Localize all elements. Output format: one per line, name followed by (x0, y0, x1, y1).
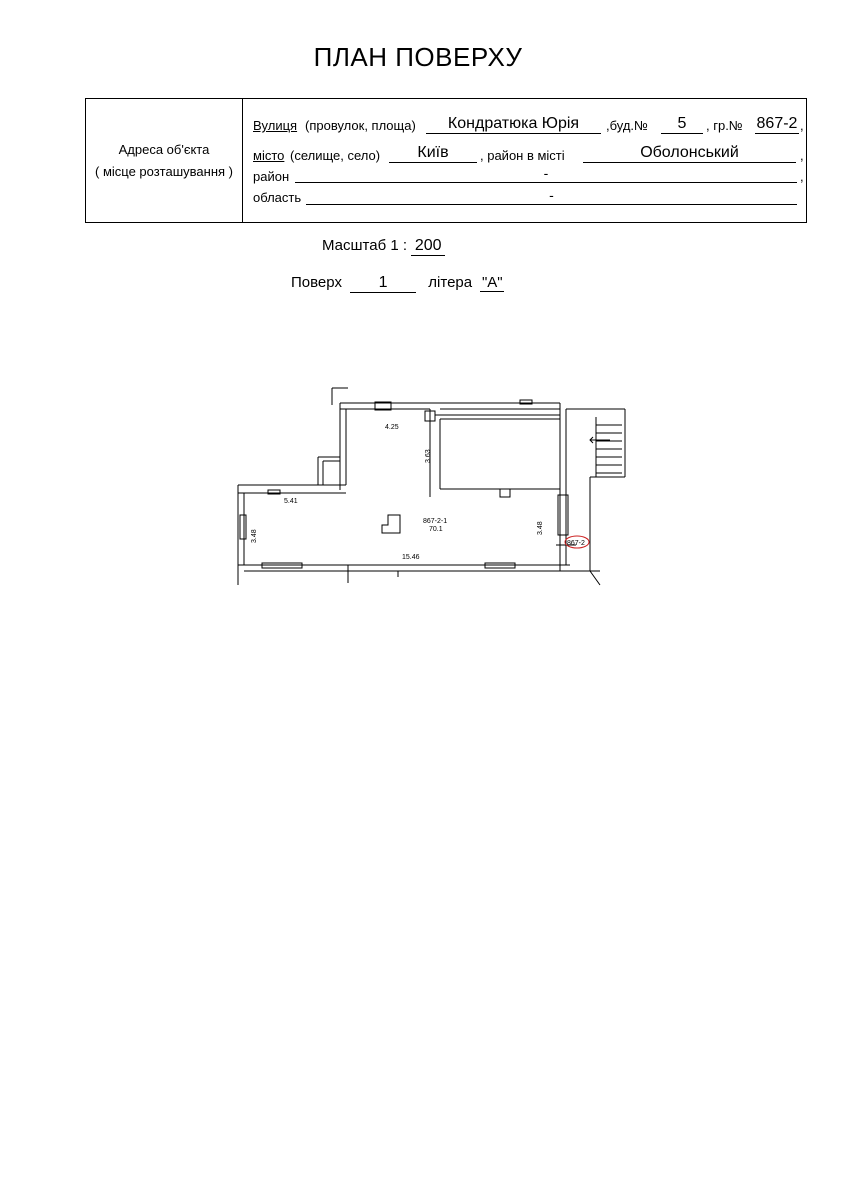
wall-niche (317, 456, 340, 485)
dim-left-top: 5.41 (284, 498, 298, 505)
inner-room-step (499, 488, 511, 498)
city-value: Київ (389, 144, 477, 163)
floor-row: Поверх 1 літера "А" (291, 274, 505, 293)
city-label: місто (253, 148, 285, 163)
window-left (267, 489, 281, 495)
scale-value: 200 (411, 237, 446, 256)
street-value: Кондратюка Юрія (426, 115, 601, 134)
street-label: Вулиця (253, 118, 298, 133)
scale-row: Масштаб 1 : 200 (322, 237, 446, 256)
group-tag: 867-2 (567, 540, 585, 547)
stairs (595, 417, 622, 477)
wall-stub-top-left (331, 387, 348, 405)
district-city-value: Оболонський (583, 144, 796, 163)
wall-top (340, 402, 560, 410)
wall-left-upper (339, 403, 347, 490)
group-tag-circle (564, 535, 590, 549)
district-city-label: , район в місті (480, 148, 565, 163)
building-value: 5 (661, 115, 703, 134)
floor-value: 1 (350, 274, 417, 293)
column-symbol (381, 514, 401, 534)
window-left-lower (239, 514, 247, 540)
address-label-cell: Адреса об'єкта ( місце розташування ) (86, 99, 243, 222)
address-label-note: ( місце розташування ) (95, 163, 233, 179)
inner-room-column (424, 410, 436, 422)
address-table: Адреса об'єкта ( місце розташування ) Ву… (85, 98, 807, 223)
window-top (374, 401, 392, 411)
address-label: Адреса об'єкта (118, 141, 210, 157)
litera-label: літера (428, 274, 473, 291)
building-label: ,буд.№ (606, 118, 648, 133)
stair-arrow (589, 436, 610, 444)
region-label: область (253, 190, 302, 205)
group-label: , гр.№ (706, 118, 743, 133)
floor-plan: 4.25 3.63 5.41 3.48 3.48 15.46 867-2-1 7… (237, 387, 626, 586)
group-comma: , (800, 118, 804, 133)
wall-right (559, 403, 567, 571)
dim-top: 4.25 (385, 424, 399, 431)
window-top-right (519, 399, 533, 405)
group-value: 867-2 (755, 115, 799, 134)
dim-right-vertical: 3.48 (537, 521, 544, 535)
district-value: - (295, 164, 797, 183)
dim-bottom: 15.46 (402, 554, 420, 561)
wall-mid-left (238, 484, 346, 494)
district-label: район (253, 169, 290, 184)
window-bottom-left (261, 562, 303, 569)
window-bottom-right (484, 562, 516, 569)
stair-corridor (566, 408, 626, 586)
wall-left-lower (237, 485, 245, 585)
city-hint: (селище, село) (290, 148, 381, 163)
dim-inner-vertical: 3.63 (425, 449, 432, 463)
district-city-comma: , (800, 148, 804, 163)
inner-room (429, 409, 560, 497)
scale-label: Масштаб 1 : (322, 237, 408, 254)
street-hint: (провулок, площа) (305, 118, 416, 133)
floor-label: Поверх (291, 274, 342, 291)
page-title: ПЛАН ПОВЕРХУ (313, 42, 523, 72)
room-id: 867-2-1 (423, 518, 447, 525)
litera-value: "А" (480, 274, 505, 292)
window-right (557, 494, 569, 536)
dim-left-vertical: 3.48 (251, 529, 258, 543)
district-comma: , (800, 169, 804, 184)
region-value: - (306, 186, 797, 205)
room-area: 70.1 (429, 526, 443, 533)
